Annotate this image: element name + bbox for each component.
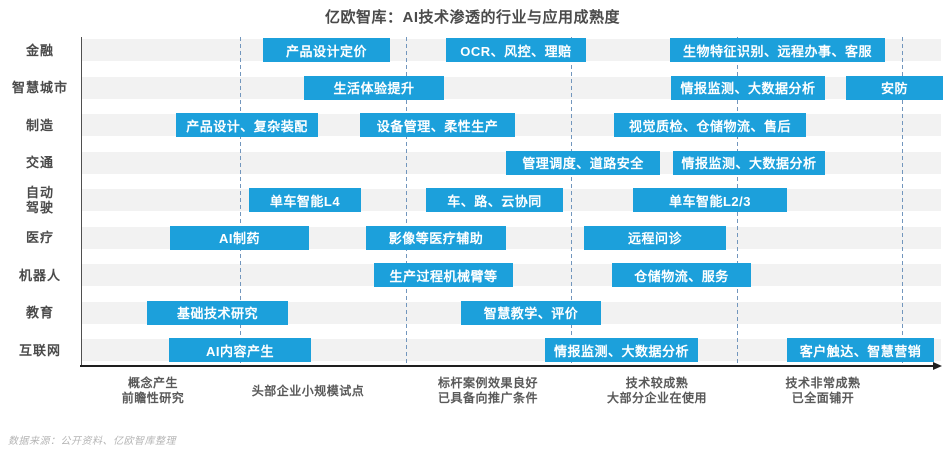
industry-label: 医疗 bbox=[0, 222, 80, 254]
industry-label: 交通 bbox=[0, 147, 80, 179]
task-box: 单车智能L4 bbox=[249, 188, 361, 212]
stage-label-line: 技术较成熟 bbox=[625, 376, 689, 390]
industry-label-line: 互联网 bbox=[18, 342, 61, 358]
stage-divider-line bbox=[902, 37, 903, 365]
task-box: 设备管理、柔性生产 bbox=[360, 113, 515, 137]
stage-divider-line bbox=[240, 37, 241, 365]
task-box: 仓储物流、服务 bbox=[612, 263, 751, 287]
industry-label-line: 自动 bbox=[25, 185, 54, 200]
industry-label: 自动驾驶 bbox=[0, 184, 80, 216]
industry-label: 金融 bbox=[0, 34, 80, 66]
industry-label-line: 交通 bbox=[25, 155, 54, 170]
task-box: 基础技术研究 bbox=[147, 300, 288, 325]
stage-label: 头部企业小规模试点 bbox=[218, 374, 398, 408]
stage-label: 技术较成熟大部分企业在使用 bbox=[567, 374, 747, 408]
task-box: 生物特征识别、远程办事、客服 bbox=[670, 38, 885, 62]
stage-label: 概念产生前瞻性研究 bbox=[63, 374, 243, 408]
task-box: 管理调度、道路安全 bbox=[506, 150, 660, 175]
task-box: AI内容产生 bbox=[169, 338, 311, 362]
industry-label: 制造 bbox=[0, 109, 80, 141]
task-box: AI制药 bbox=[170, 225, 309, 250]
stage-label-line: 大部分企业在使用 bbox=[606, 391, 707, 405]
stage-label-line: 前瞻性研究 bbox=[121, 391, 185, 405]
industry-label: 互联网 bbox=[0, 334, 80, 366]
stage-label-line: 已全面铺开 bbox=[791, 391, 855, 405]
x-axis-line bbox=[80, 365, 933, 367]
stage-divider-line bbox=[405, 37, 407, 365]
task-box: 车、路、云协同 bbox=[426, 188, 563, 212]
y-axis-line bbox=[81, 37, 82, 366]
industry-label-line: 智慧城市 bbox=[11, 80, 68, 95]
source-note: 数据来源：公开资料、亿欧智库整理 bbox=[8, 436, 176, 447]
industry-label-line: 金融 bbox=[25, 42, 54, 58]
task-box: 智慧教学、评价 bbox=[461, 300, 601, 325]
stage-divider-line bbox=[571, 37, 572, 365]
task-box: 生活体验提升 bbox=[304, 75, 444, 100]
stage-label-line: 已具备向推广条件 bbox=[437, 391, 538, 405]
stage-label-line: 技术非常成熟 bbox=[785, 376, 861, 390]
chart-title: 亿欧智库：AI技术渗透的行业与应用成熟度 bbox=[324, 9, 620, 26]
stage-label-line: 概念产生 bbox=[127, 376, 178, 390]
task-box: 客户触达、智慧营销 bbox=[787, 338, 934, 362]
stage-label-line: 标杆案例效果良好 bbox=[437, 376, 538, 390]
task-box: 影像等医疗辅助 bbox=[366, 225, 506, 250]
task-box: 远程问诊 bbox=[584, 225, 726, 250]
task-box: 产品设计定价 bbox=[263, 38, 390, 62]
x-axis-arrow-icon bbox=[933, 362, 942, 370]
task-box: 安防 bbox=[846, 75, 943, 100]
industry-label-line: 医疗 bbox=[25, 230, 54, 245]
task-box: 单车智能L2/3 bbox=[633, 188, 787, 212]
industry-label-line: 机器人 bbox=[18, 267, 61, 283]
stage-label: 技术非常成熟已全面铺开 bbox=[733, 374, 913, 408]
task-box: 情报监测、大数据分析 bbox=[545, 338, 698, 362]
industry-label-line: 驾驶 bbox=[25, 200, 54, 215]
task-box: 情报监测、大数据分析 bbox=[673, 150, 825, 175]
task-box: OCR、风控、理赔 bbox=[446, 38, 586, 62]
task-box: 情报监测、大数据分析 bbox=[671, 75, 825, 100]
industry-label-line: 制造 bbox=[25, 117, 54, 133]
stage-label: 标杆案例效果良好已具备向推广条件 bbox=[398, 374, 578, 408]
task-box: 视觉质检、仓储物流、售后 bbox=[614, 113, 806, 137]
industry-label: 机器人 bbox=[0, 259, 80, 291]
industry-label-line: 教育 bbox=[25, 305, 54, 320]
task-box: 产品设计、复杂装配 bbox=[176, 113, 318, 137]
task-box: 生产过程机械臂等 bbox=[374, 263, 513, 287]
industry-label: 智慧城市 bbox=[0, 72, 80, 104]
stage-label-line: 头部企业小规模试点 bbox=[251, 383, 365, 398]
industry-label: 教育 bbox=[0, 297, 80, 329]
